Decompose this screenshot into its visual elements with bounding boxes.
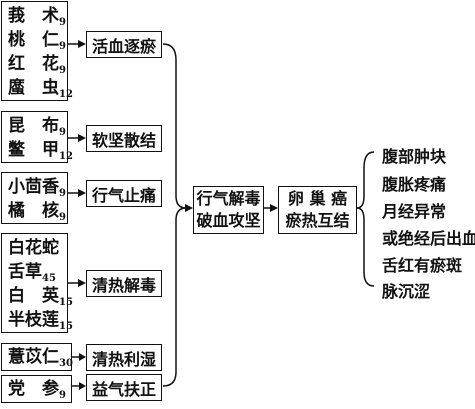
function-box-5: 清热利湿	[86, 344, 162, 371]
herb-entry: 桃 仁9	[8, 30, 66, 52]
herb-entry: 昆 布9	[8, 116, 66, 138]
diagnosis-line-1: 卵 巢 癌	[287, 189, 348, 208]
herb-group-3: 小茴香9 橘 核9	[1, 172, 68, 224]
function-box-3: 行气止痛	[86, 180, 162, 207]
herb-group-2: 昆 布9 鳖 甲12	[1, 111, 73, 163]
herb-entry: 白 英15	[8, 286, 73, 308]
arrowhead	[78, 134, 86, 142]
diagnosis-box: 卵 巢 癌 瘀热互结	[278, 186, 357, 234]
arrowhead	[185, 204, 193, 212]
herb-entry: 莪 术9	[8, 6, 66, 28]
function-box-2: 软坚散结	[86, 125, 162, 152]
symptom-item: 腹部肿块	[382, 147, 447, 166]
herb-entry: 䗪 虫12	[8, 78, 73, 100]
herb-entry: 薏苡仁30	[8, 347, 73, 369]
principle-line-1: 行气解毒	[196, 189, 261, 208]
herb-entry: 小茴香9	[8, 177, 66, 199]
treatment-principle-box: 行气解毒 破血攻坚	[193, 186, 264, 234]
arrowhead	[79, 382, 86, 390]
herb-group-4: 白花蛇 舌草45 白 英15 半枝莲15	[1, 233, 73, 333]
arrowhead	[78, 189, 86, 197]
herb-entry: 鳖 甲12	[8, 140, 73, 162]
symptom-item: 腹胀疼痛	[382, 175, 447, 194]
herb-entry: 橘 核9	[8, 201, 66, 223]
herb-group-6: 党 参9	[1, 375, 72, 403]
herb-group-1: 莪 术9 桃 仁9 红 花9 䗪 虫12	[1, 1, 73, 101]
symptom-brace-bottom	[356, 207, 375, 287]
herb-entry: 白花蛇	[8, 238, 59, 258]
function-box-1: 活血逐瘀	[86, 31, 162, 58]
herb-group-5: 薏苡仁30	[1, 343, 73, 371]
symptom-item: 月经异常	[382, 202, 447, 221]
arrowhead	[78, 279, 86, 287]
herb-entry: 半枝莲15	[8, 310, 73, 332]
arrowhead	[78, 40, 86, 48]
herb-entry: 舌草45	[8, 262, 56, 284]
function-box-4: 清热解毒	[86, 270, 162, 297]
diagnosis-line-2: 瘀热互结	[285, 211, 350, 230]
symptom-brace-top	[356, 151, 375, 209]
principle-line-2: 破血攻坚	[196, 211, 261, 230]
grouping-brace	[162, 43, 187, 387]
arrowhead	[270, 204, 278, 212]
symptom-item: 或绝经后出血	[382, 229, 475, 248]
function-box-6: 益气扶正	[86, 374, 162, 401]
arrowhead	[79, 353, 86, 361]
symptom-item: 舌红有瘀斑	[382, 256, 463, 275]
symptom-item: 脉沉涩	[382, 282, 431, 301]
herb-entry: 红 花9	[8, 54, 66, 76]
herb-entry: 党 参9	[8, 379, 66, 401]
